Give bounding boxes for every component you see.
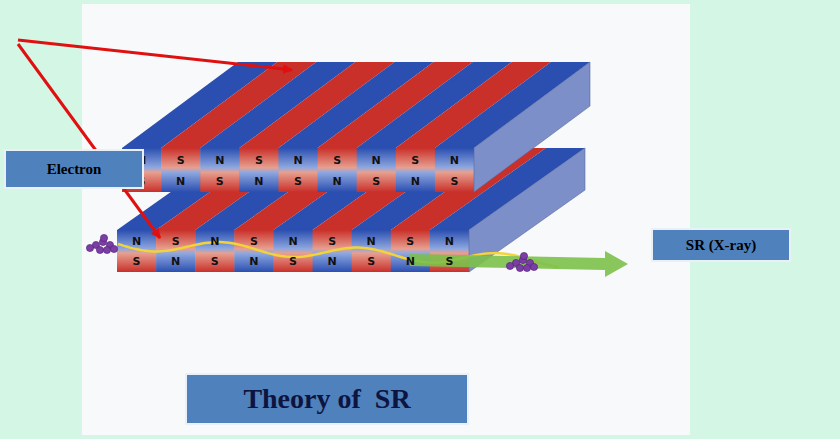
box-text: Theory of SR xyxy=(243,383,410,415)
pole-letter: N xyxy=(176,176,185,187)
title-box: Theory of SR xyxy=(185,373,469,425)
pole-letter: N xyxy=(288,236,297,247)
box-text: SR (X-ray) xyxy=(686,237,756,254)
pole-letter: N xyxy=(406,256,415,267)
pole-letter: S xyxy=(411,155,419,166)
pole-letter: N xyxy=(171,256,180,267)
pole-letter: S xyxy=(333,155,341,166)
pole-letter: N xyxy=(132,236,141,247)
electron-particle xyxy=(110,245,117,252)
xray-arrow xyxy=(410,251,628,277)
pole-letter: S xyxy=(294,176,302,187)
label-box: Electron xyxy=(4,149,144,189)
picture-panel xyxy=(82,4,690,435)
pole-letter: N xyxy=(215,155,224,166)
leader-arrow xyxy=(18,40,292,70)
pole-letter: S xyxy=(255,155,263,166)
electron-particle xyxy=(100,234,107,241)
magnet-front-block xyxy=(435,148,475,192)
magnet-front-block xyxy=(396,148,436,192)
pole-letter: S xyxy=(250,236,258,247)
magnet-front-block xyxy=(234,230,274,272)
pole-letter: N xyxy=(249,256,258,267)
magnet-front-block xyxy=(318,148,358,192)
pole-letter: S xyxy=(216,176,224,187)
pole-letter: S xyxy=(133,256,141,267)
magnet-front-block xyxy=(273,230,313,272)
magnet-front-block xyxy=(357,148,397,192)
leader-arrow xyxy=(18,44,160,238)
pole-letter: S xyxy=(445,256,453,267)
pole-letter: S xyxy=(177,155,185,166)
radiation-beam xyxy=(410,251,628,277)
magnet-front-block xyxy=(278,148,318,192)
pole-letter: S xyxy=(172,236,180,247)
upper-magnet-array xyxy=(122,62,590,192)
pole-letter: N xyxy=(254,176,263,187)
magnet-front-block xyxy=(239,148,279,192)
pole-letter: S xyxy=(211,256,219,267)
pole-letter: S xyxy=(450,176,458,187)
magnet-front-block xyxy=(161,148,201,192)
electron-particle xyxy=(96,246,103,253)
pole-letter: N xyxy=(293,155,302,166)
electron-particle xyxy=(506,262,513,269)
magnet-front-block xyxy=(195,230,235,272)
pole-letter: S xyxy=(328,236,336,247)
pole-letter: S xyxy=(367,256,375,267)
pole-letter: S xyxy=(289,256,297,267)
pole-letter: N xyxy=(210,236,219,247)
electron-particle xyxy=(86,244,93,251)
pole-letter: N xyxy=(450,155,459,166)
electron-particle xyxy=(520,252,527,259)
magnet-side-face xyxy=(474,62,590,192)
pole-letter: N xyxy=(445,236,454,247)
pole-letter: N xyxy=(333,176,342,187)
pole-letter: N xyxy=(328,256,337,267)
pole-letter: N xyxy=(367,236,376,247)
lower-magnet-array xyxy=(117,148,585,272)
magnet-side-edge xyxy=(474,62,590,192)
magnet-front-block xyxy=(200,148,240,192)
pole-letter: S xyxy=(406,236,414,247)
electron-particle xyxy=(516,264,523,271)
label-box: SR (X-ray) xyxy=(651,228,791,262)
box-text: Electron xyxy=(47,161,102,178)
electron-particle xyxy=(530,263,537,270)
electron-particle xyxy=(523,264,530,271)
pole-letter: S xyxy=(372,176,380,187)
electron-particle xyxy=(103,246,110,253)
pole-letter: N xyxy=(411,176,420,187)
pole-letter: N xyxy=(372,155,381,166)
